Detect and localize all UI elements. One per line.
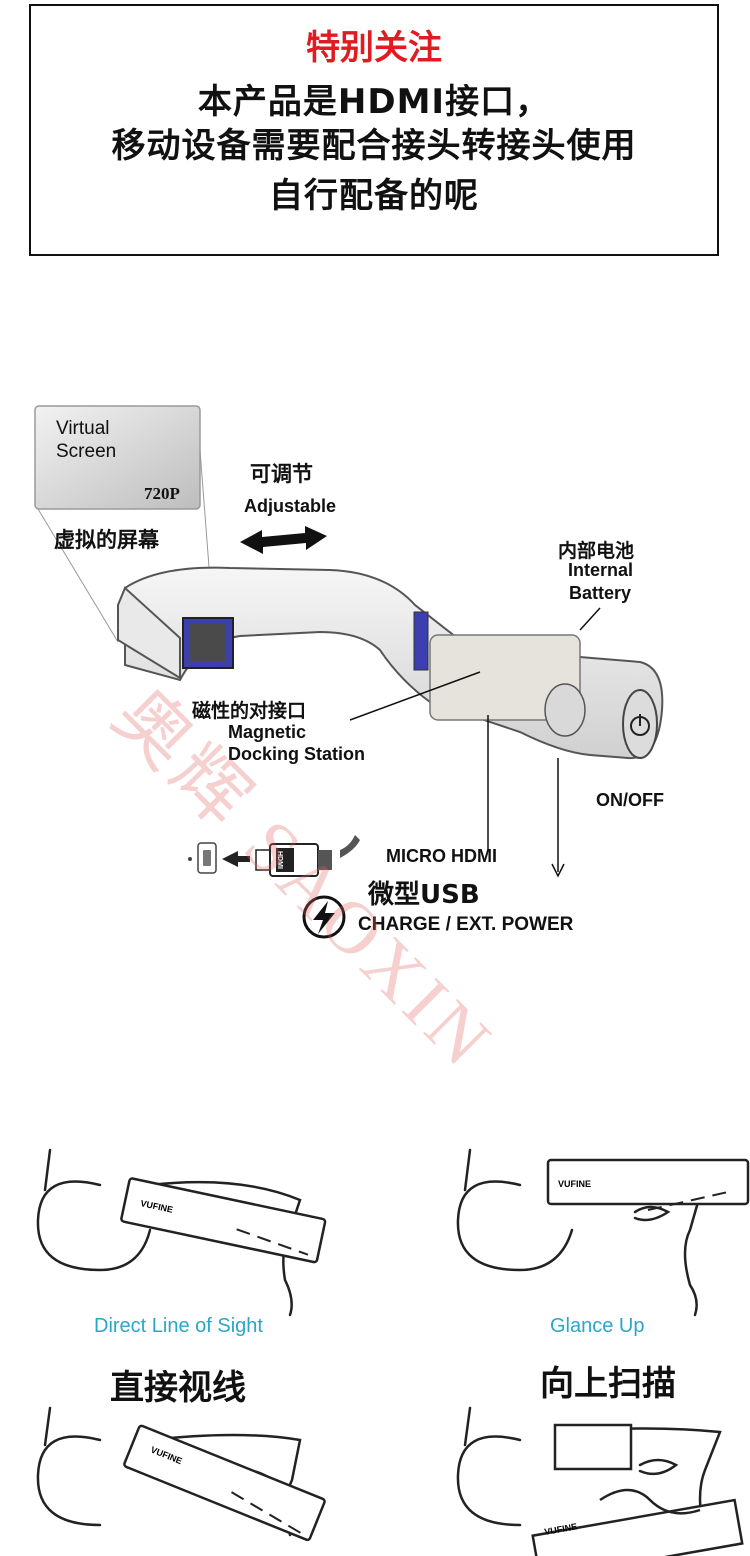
direct-caption-en: Direct Line of Sight xyxy=(94,1315,263,1337)
dock-en-1: Magnetic xyxy=(228,722,307,742)
direct-caption-zh: 直接视线 xyxy=(110,1368,246,1408)
glance-caption-zh: 向上扫描 xyxy=(540,1364,676,1404)
device-direct-2 xyxy=(123,1424,326,1542)
battery-zh: 内部电池 xyxy=(558,540,635,562)
brand-label-2: VUFINE xyxy=(558,1179,591,1189)
product-illustration xyxy=(34,405,664,939)
adjustable-zh: 可调节 xyxy=(250,462,313,486)
notice-line-3: 自行配备的呢 xyxy=(269,176,479,216)
virtual-screen-zh: 虚拟的屏幕 xyxy=(54,528,159,552)
charge-label: CHARGE / EXT. POWER xyxy=(358,914,574,935)
viewing-illustrations: VUFINE VUFINE VUFINE VUFINE xyxy=(36,1148,750,1556)
left-arrow-icon xyxy=(222,851,250,867)
notice-box: 特别关注 本产品是HDMI接口， 移动设备需要配合接头转接头使用 自行配备的呢 xyxy=(29,4,719,256)
notice-line-1: 本产品是HDMI接口， xyxy=(197,82,551,122)
adjustable-en: Adjustable xyxy=(244,496,337,516)
battery-compartment xyxy=(429,634,581,721)
virtual-screen-label: Virtual Screen xyxy=(56,418,117,462)
resolution-label: 720P xyxy=(144,484,180,503)
micro-hdmi-label: MICRO HDMI xyxy=(386,846,497,866)
product-diagram: Virtual Screen 720P 虚拟的屏幕 可调节 Adjustable… xyxy=(0,380,750,1020)
virtual-screen-card xyxy=(34,405,201,510)
dock-zh: 磁性的对接口 xyxy=(192,700,307,722)
dock-en-2: Docking Station xyxy=(228,744,366,764)
adjustable-arrow-icon xyxy=(240,526,327,554)
battery-en-1: Internal xyxy=(568,560,634,580)
hdmi-plug-text: HDMI xyxy=(276,851,283,869)
device-direct-1 xyxy=(120,1177,327,1264)
battery-en-2: Battery xyxy=(569,583,632,603)
glance-caption-en: Glance Up xyxy=(550,1315,645,1337)
notice-line-2: 移动设备需要配合接头转接头使用 xyxy=(111,126,637,166)
usb-zh-label: 微型USB xyxy=(368,880,480,910)
device-glance-1 xyxy=(546,1158,750,1211)
device-glance-2 xyxy=(531,1423,744,1556)
onoff-label: ON/OFF xyxy=(596,790,664,810)
notice-title: 特别关注 xyxy=(306,28,442,68)
